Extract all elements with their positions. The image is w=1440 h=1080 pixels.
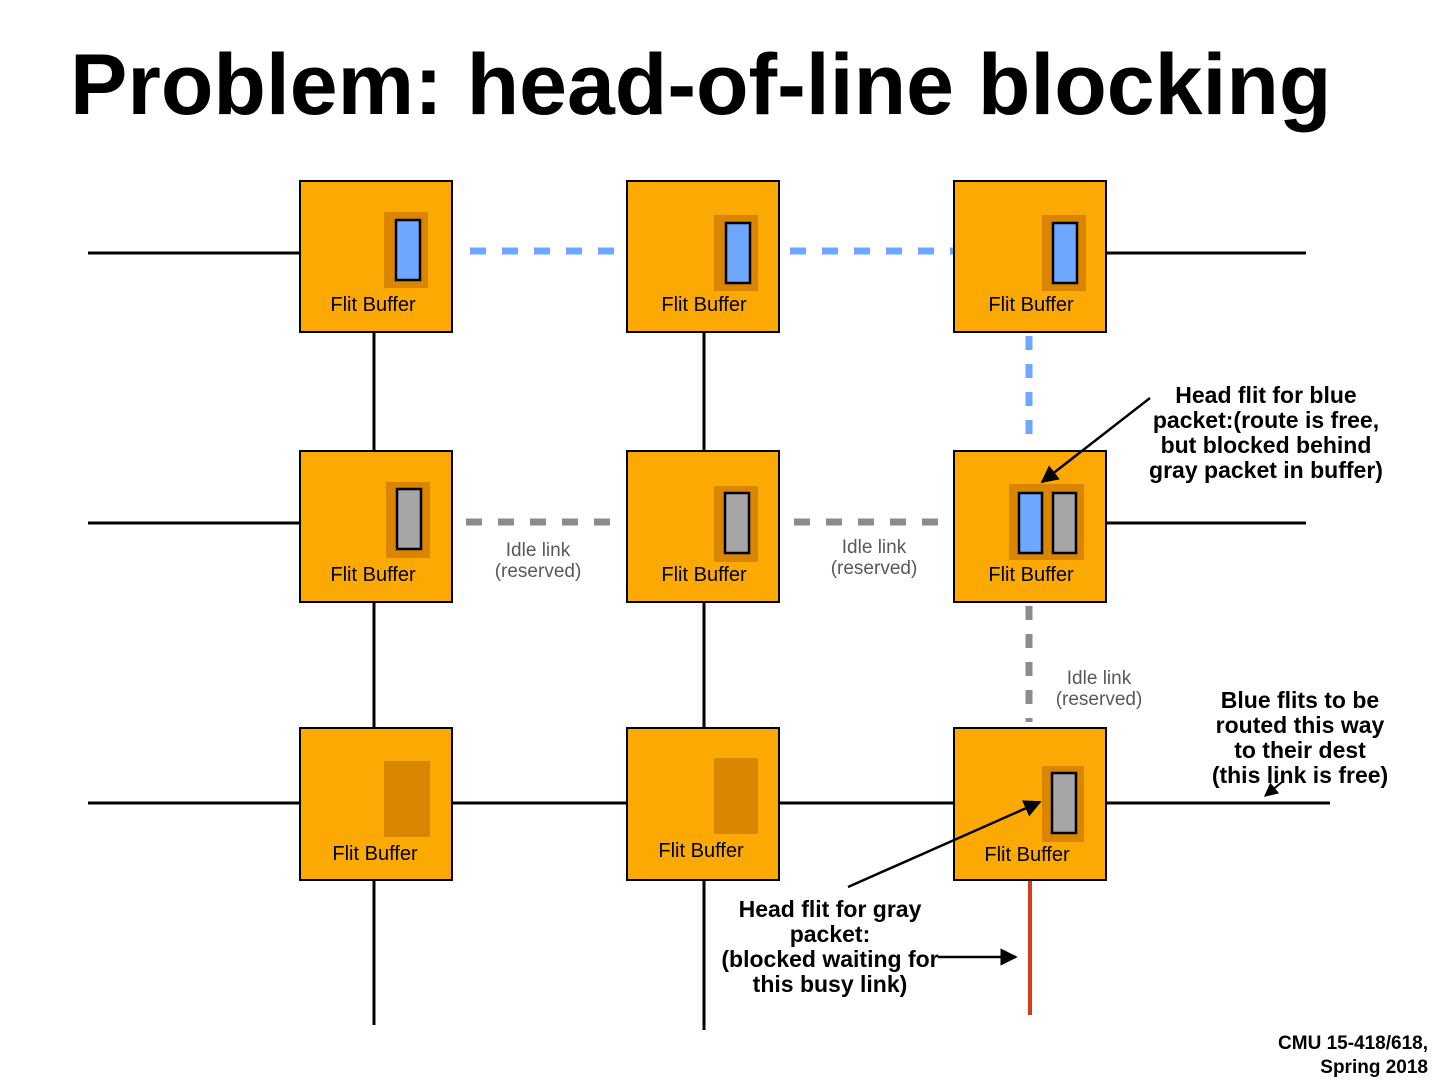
blue-flit [724,221,752,285]
head-gray-arrow [847,800,1042,889]
router-label: Flit Buffer [984,844,1070,866]
svg-text:(reserved): (reserved) [495,561,582,582]
gray-flit [723,491,751,555]
buffer-slot [384,761,430,837]
svg-text:Head flit for gray: Head flit for gray [739,896,922,922]
blue-route-links [470,247,1033,448]
router-label: Flit Buffer [330,294,416,316]
router-r11: Flit Buffer [626,450,780,603]
course-footer: CMU 15-418/618, Spring 2018 [1278,1032,1428,1080]
router-label: Flit Buffer [988,294,1074,316]
svg-text:but blocked behind: but blocked behind [1161,432,1372,458]
svg-text:Blue flits to be: Blue flits to be [1221,687,1379,713]
svg-text:Idle link: Idle link [1067,668,1132,689]
svg-text:Idle link: Idle link [842,537,907,558]
solid-links [88,251,1330,1030]
svg-text:(blocked waiting for: (blocked waiting for [721,946,938,972]
gray-flit [1051,491,1078,555]
router-r10: Flit Buffer [299,450,453,603]
idle-link-label-c: Idle link (reserved) [1056,668,1143,710]
svg-text:to their dest: to their dest [1234,737,1366,763]
gray-flit [1050,771,1078,835]
router-r01: Flit Buffer [626,180,780,333]
svg-text:this busy link): this busy link) [753,971,908,997]
router-label: Flit Buffer [332,843,418,865]
svg-text:gray packet in buffer): gray packet in buffer) [1149,457,1383,483]
gray-flit [395,487,423,551]
blue-route-arrow [1263,781,1283,797]
svg-text:Idle link: Idle link [506,540,571,561]
router-r00: Flit Buffer [299,180,453,333]
router-r22: Flit Buffer [953,727,1107,881]
footer-line-2: Spring 2018 [1320,1057,1428,1078]
router-r02: Flit Buffer [953,180,1107,333]
svg-text:packet:(route is free,: packet:(route is free, [1153,407,1379,433]
svg-text:routed this way: routed this way [1216,712,1385,738]
head-blue-annotation: Head flit for blue packet:(route is free… [1149,382,1383,483]
idle-link-label-a: Idle link (reserved) [495,540,582,582]
router-r20: Flit Buffer [299,727,453,881]
blue-flit [1017,491,1044,555]
router-label: Flit Buffer [661,294,747,316]
head-blue-arrow [1040,397,1151,484]
head-gray-annotation: Head flit for gray packet: (blocked wait… [721,896,938,997]
svg-text:(reserved): (reserved) [831,558,918,579]
idle-reserved-links [466,518,1033,722]
router-label: Flit Buffer [658,840,744,862]
router-r12: Flit Buffer [953,450,1107,603]
router-label: Flit Buffer [661,564,747,586]
svg-text:Head flit for blue: Head flit for blue [1175,382,1356,408]
buffer-slot [714,758,758,834]
idle-link-label-b: Idle link (reserved) [831,537,918,579]
blue-flit [394,218,422,282]
blue-route-annotation: Blue flits to be routed this way to thei… [1212,687,1388,788]
router-label: Flit Buffer [988,564,1074,586]
router-r21: Flit Buffer [626,727,780,881]
footer-line-1: CMU 15-418/618, [1278,1033,1428,1054]
slide-title: Problem: head-of-line blocking [70,37,1332,133]
blue-flit [1051,221,1079,285]
svg-text:(this link is free): (this link is free) [1212,762,1388,788]
svg-text:(reserved): (reserved) [1056,689,1143,710]
svg-text:packet:: packet: [790,921,871,947]
router-label: Flit Buffer [330,564,416,586]
